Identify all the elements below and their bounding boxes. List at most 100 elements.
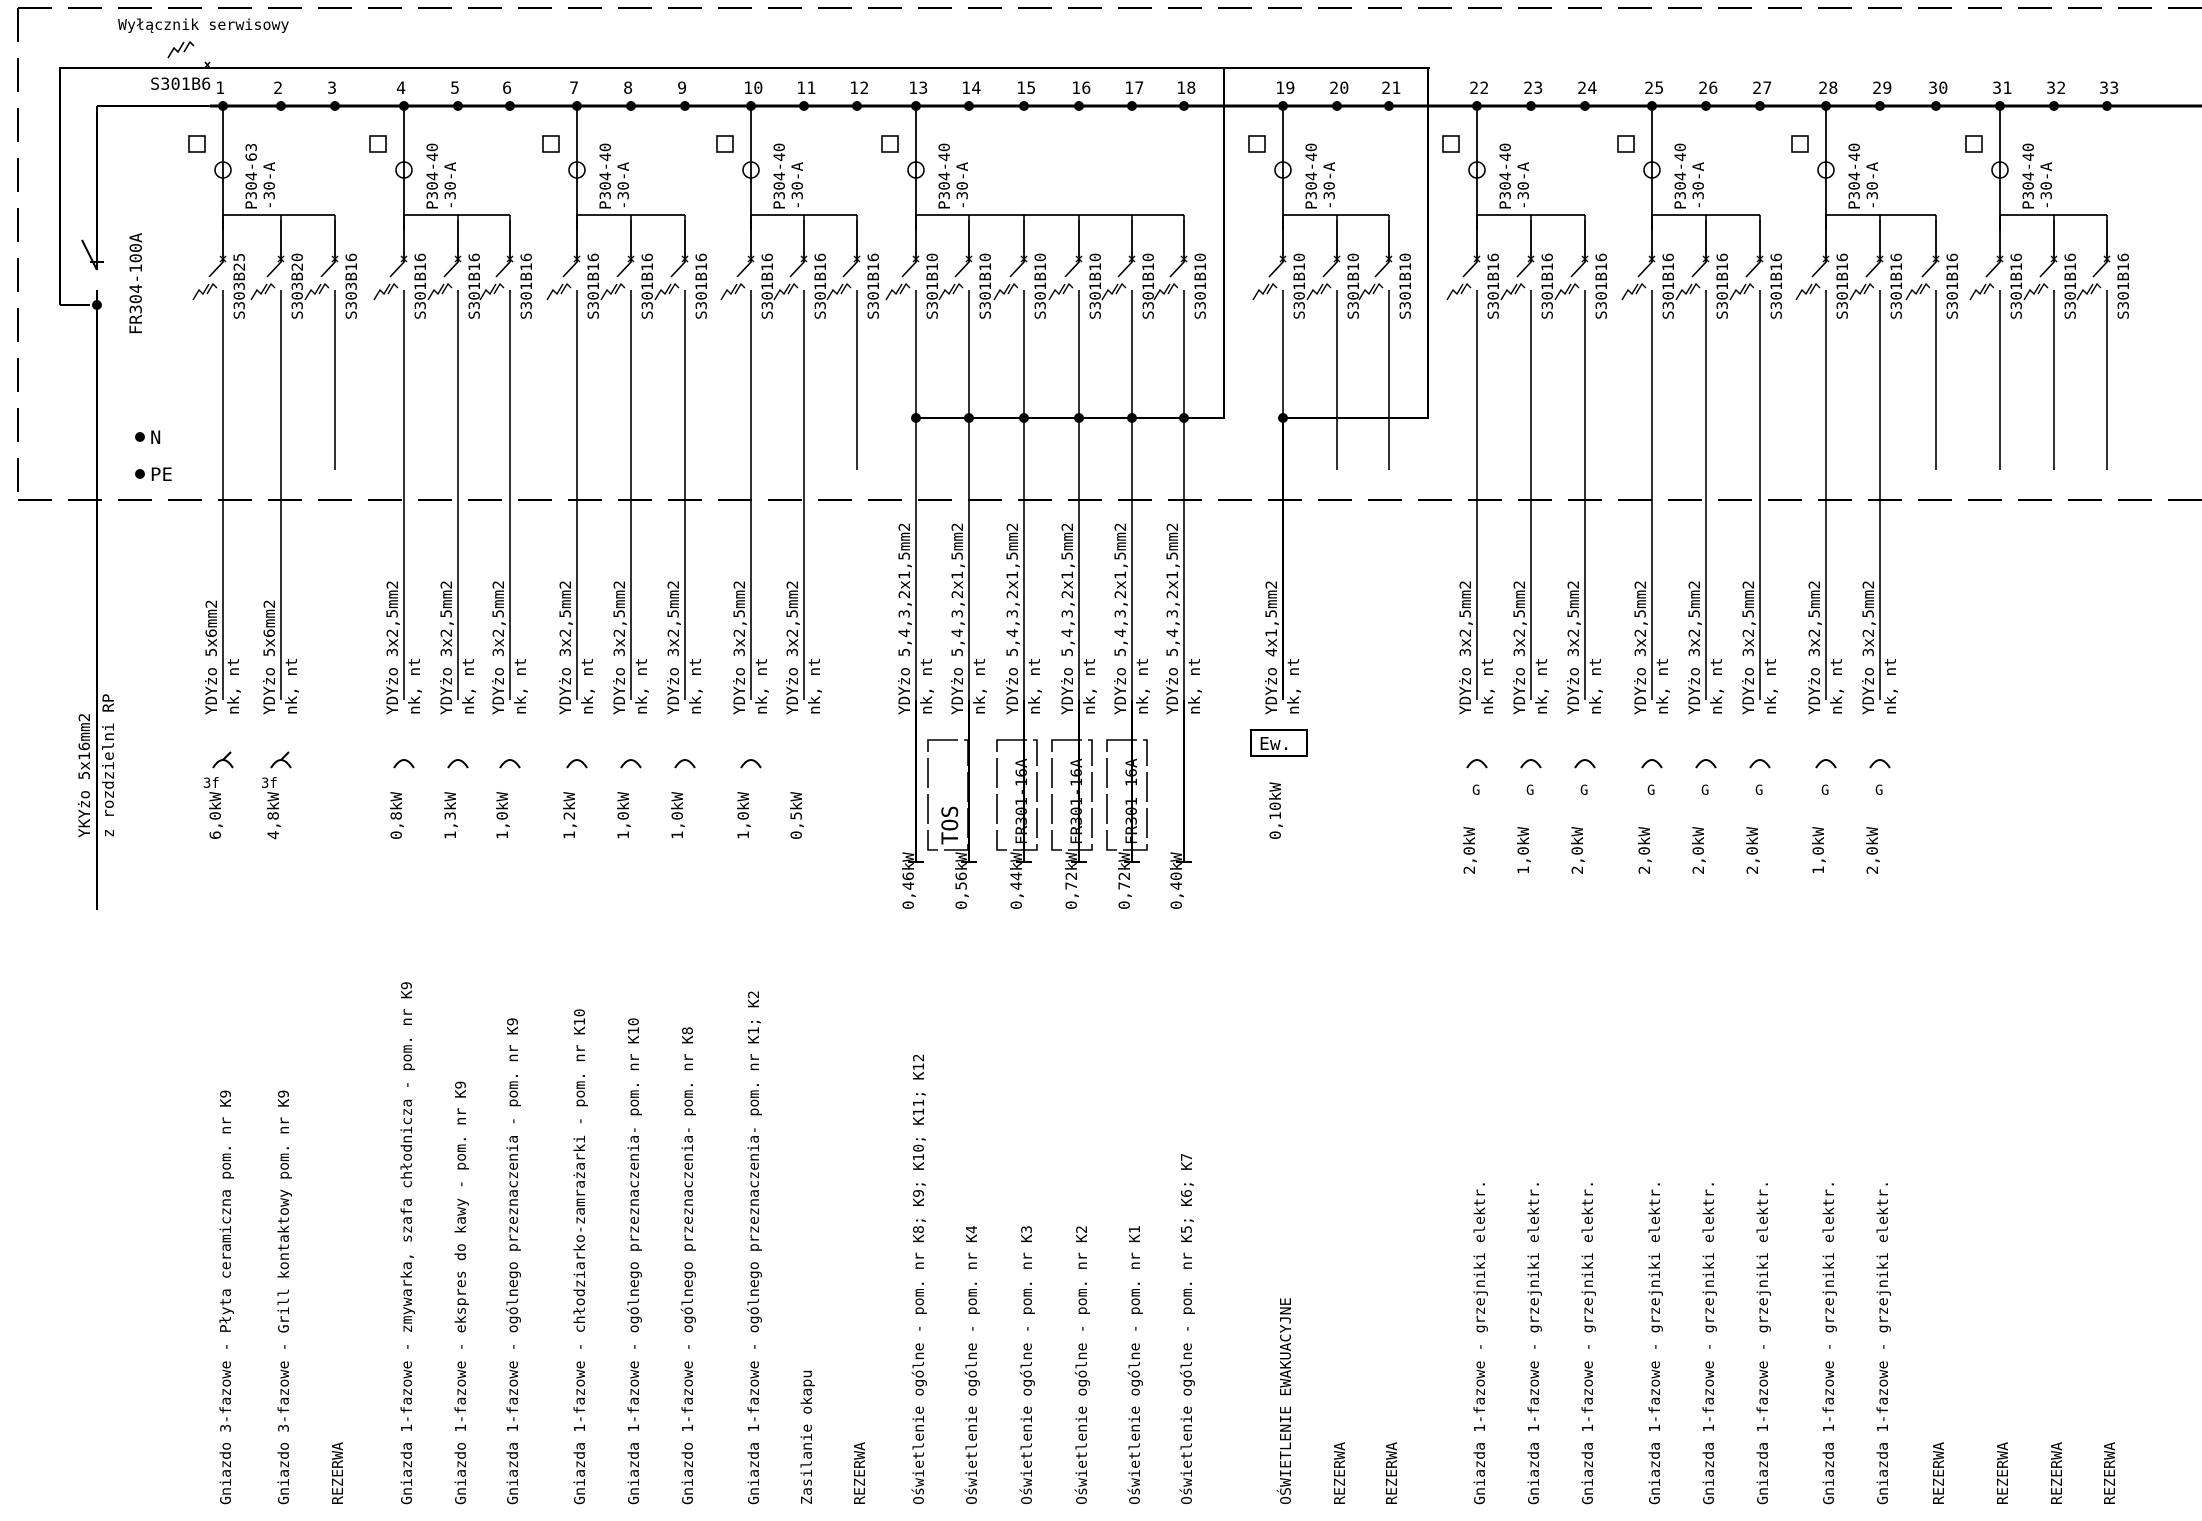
breaker-trip-icon: [1358, 282, 1384, 301]
breaker-label: S301B16: [465, 253, 484, 320]
cable-label: YDYżo 3x2,5mm2: [437, 580, 456, 715]
breaker-label: S301B10: [923, 253, 942, 320]
breaker-label: S301B10: [1031, 253, 1050, 320]
lighting-switch-3: FR301-16A: [1051, 739, 1093, 851]
switch-box: [927, 739, 969, 851]
rcd-type: P304-40: [423, 143, 442, 210]
circuit-description: Oświetlenie ogólne - pom. nr K3: [1018, 1225, 1036, 1505]
bus-node: [1019, 101, 1029, 111]
laying-label: nk, nt: [1185, 657, 1204, 715]
ew-label: Ew.: [1259, 734, 1292, 755]
heater-mark: G: [1526, 783, 1534, 799]
circuit-number: 8: [623, 79, 633, 99]
laying-label: nk, nt: [1532, 657, 1551, 715]
breaker-trip-icon: [1153, 282, 1179, 301]
power-label: 1,0kW: [1809, 826, 1828, 875]
breaker-label: S301B16: [1538, 253, 1557, 320]
main-switch-label: FR304-100A: [127, 233, 147, 335]
rcd-toroid-icon: [568, 161, 586, 179]
circuit-number: 19: [1275, 79, 1295, 99]
circuit-number: 28: [1818, 79, 1838, 99]
breaker-trip-icon: [479, 282, 505, 301]
heater-mark: G: [1821, 783, 1829, 799]
circuit-description: Gniazda 1-fazowe - grzejniki elektr.: [1525, 1180, 1543, 1505]
bus-node: [2102, 101, 2112, 111]
breaker-trip-icon: [885, 282, 911, 301]
laying-label: nk, nt: [1761, 657, 1780, 715]
breaker-trip-icon: [938, 282, 964, 301]
rcd-type: P304-40: [935, 143, 954, 210]
bus-node: [330, 101, 340, 111]
rcd-type: P304-40: [1671, 143, 1690, 210]
circuit-description: REZERWA: [1331, 1442, 1349, 1505]
n-node: [1074, 413, 1084, 423]
laying-label: nk, nt: [405, 657, 424, 715]
rcd-sensitivity: -30-A: [614, 161, 633, 210]
rcd-feed: [915, 106, 1184, 230]
breaker-trip-icon: [654, 282, 680, 301]
rcd-type: P304-40: [2019, 143, 2038, 210]
cable-label: YDYżo 3x2,5mm2: [783, 580, 802, 715]
heater-mark: G: [1875, 783, 1883, 799]
circuit-description: Gniazdo 3-fazowe - Płyta ceramiczna pom.…: [217, 1090, 235, 1505]
breaker-label: S301B16: [584, 253, 603, 320]
breaker-trip-icon: [1969, 282, 1995, 301]
cable-label: YDYżo 5,4,3,2x1,5mm2: [1111, 522, 1130, 715]
laying-label: nk, nt: [511, 657, 530, 715]
circuit-number: 6: [502, 79, 512, 99]
power-label: 1,0kW: [493, 791, 512, 840]
bus-node: [1580, 101, 1590, 111]
circuit-description: Oświetlenie ogólne - pom. nr K8; K9; K10…: [910, 1053, 928, 1505]
breaker-label: S301B16: [692, 253, 711, 320]
lighting-terminal: [1016, 700, 1032, 863]
rcd-toroid-icon: [395, 161, 413, 179]
rcd-toroid-icon: [907, 161, 925, 179]
breaker-label: S303B25: [230, 253, 249, 320]
laying-label: nk, nt: [1025, 657, 1044, 715]
breaker-label: S301B16: [811, 253, 830, 320]
breaker-label: S301B16: [638, 253, 657, 320]
laying-label: nk, nt: [1881, 657, 1900, 715]
bus-node: [964, 101, 974, 111]
breaker-label: S301B16: [411, 253, 430, 320]
bus-node: [1179, 101, 1189, 111]
rcd-8: P304-40-30-A: [1617, 106, 1761, 262]
rcd-3: P304-40-30-A: [542, 106, 686, 262]
circuit-description: Gniazda 1-fazowe - ogólnego przeznaczeni…: [504, 1017, 522, 1505]
circuit-number: 15: [1016, 79, 1036, 99]
rcd-sensitivity: -30-A: [788, 161, 807, 210]
socket-icon: [393, 759, 415, 769]
test-button-icon: [716, 135, 734, 153]
circuit-description: Gniazda 1-fazowe - grzejniki elektr.: [1754, 1180, 1772, 1505]
laying-label: nk, nt: [917, 657, 936, 715]
rcd-toroid-icon: [1817, 161, 1835, 179]
circuit-description: Gniazdo 1-fazowe - ekspres do kawy - pom…: [452, 1081, 470, 1505]
breaker-trip-icon: [250, 282, 276, 301]
cable-label: YDYżo 5,4,3,2x1,5mm2: [1003, 522, 1022, 715]
rcd-1: P304-63-30-A: [188, 106, 336, 262]
circuit-number: 7: [569, 79, 579, 99]
cable-label: YDYżo 5,4,3,2x1,5mm2: [1058, 522, 1077, 715]
cable-label: YDYżo 3x2,5mm2: [1510, 580, 1529, 715]
breaker-trip-icon: [1048, 282, 1074, 301]
bus-node: [1701, 101, 1711, 111]
rcd-6: P304-40-30-A: [1248, 106, 1390, 262]
lighting-switch-1: TOS: [927, 739, 969, 851]
pe-dot-icon: [135, 469, 145, 479]
rcd-toroid-icon: [1468, 161, 1486, 179]
circuit-description: Gniazda 1-fazowe - grzejniki elektr.: [1471, 1180, 1489, 1505]
switch-label: TOS: [939, 805, 964, 845]
circuit-description: OŚWIETLENIE EWAKUACYJNE: [1276, 1297, 1295, 1505]
breaker-trip-icon: [373, 282, 399, 301]
circuit-number: 3: [327, 79, 337, 99]
